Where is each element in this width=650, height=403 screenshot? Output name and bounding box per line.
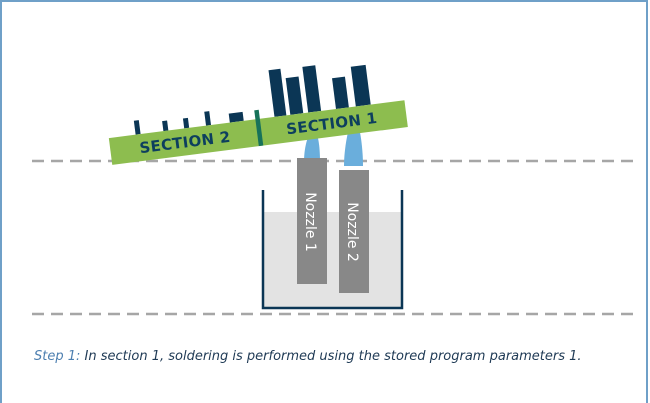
- component: [182, 117, 190, 129]
- component: [204, 111, 211, 126]
- step-caption: Step 1: In section 1, soldering is perfo…: [34, 346, 614, 368]
- solder-bath-outline: [261, 190, 404, 310]
- nozzle-2-label: Nozzle 2: [344, 202, 360, 262]
- nozzle-1: [297, 158, 327, 284]
- component: [302, 65, 322, 113]
- solder-bath-fill: [263, 212, 402, 308]
- step-label: Step 1:: [34, 349, 81, 364]
- nozzle-2: [339, 170, 369, 293]
- component: [228, 111, 244, 123]
- component: [332, 76, 349, 109]
- section-divider: [254, 109, 264, 147]
- component: [268, 68, 287, 117]
- component: [162, 120, 169, 132]
- component: [350, 64, 371, 107]
- component: [133, 120, 141, 135]
- component: [285, 76, 304, 115]
- nozzle-1-label: Nozzle 1: [302, 192, 318, 252]
- step-description: In section 1, soldering is performed usi…: [84, 349, 582, 364]
